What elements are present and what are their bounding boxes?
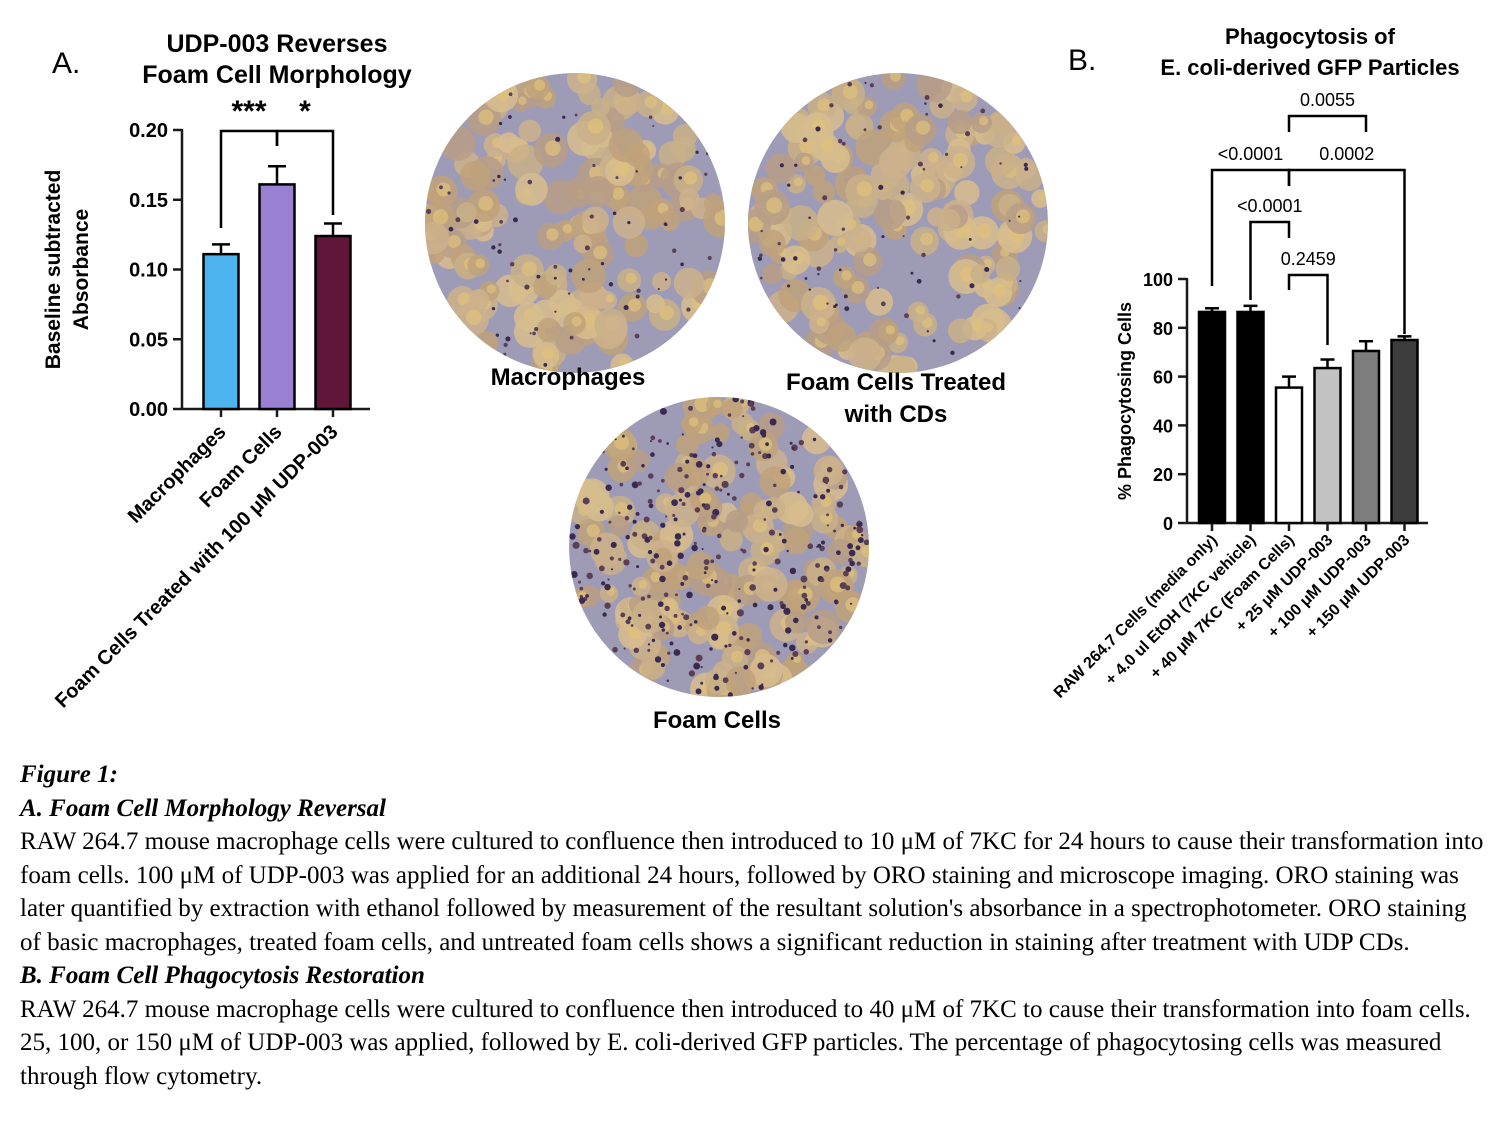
panel-b-significance-label: 0.0055: [1300, 90, 1355, 110]
panel-a-y-tick-label: 0.10: [129, 260, 168, 282]
panel-b-significance-label: <0.0001: [1237, 196, 1303, 216]
panel-b-letter: B.: [1068, 44, 1096, 77]
panel-b-y-tick-label: 20: [1153, 465, 1173, 485]
micrograph-image: [569, 397, 869, 697]
panel-b-y-tick-label: 40: [1153, 416, 1173, 436]
panel-b-category-label: + 40 μM 7KC (Foam Cells): [1147, 532, 1298, 683]
panel-a-category-label: Macrophages: [124, 421, 231, 528]
panel-b-significance-bracket: [1249, 220, 1291, 300]
panel-a-significance-bracket: [275, 129, 335, 215]
panel-b-bar: [1274, 386, 1304, 525]
panel-b-bar: [1390, 338, 1419, 525]
panel-a-y-label: Baseline subtracted: [42, 170, 65, 370]
panel-b-bar: [1236, 310, 1265, 525]
panel-a-letter: A.: [52, 47, 80, 80]
panel-b-bar: [1351, 349, 1381, 525]
panel-b-y-tick-label: 60: [1153, 368, 1173, 388]
micrograph-label: Foam Cells: [653, 707, 781, 734]
panel-a-significance-label: *: [299, 95, 311, 128]
panel-b-title-line: Phagocytosis of: [1225, 24, 1396, 49]
panel-b-significance-label: <0.0001: [1218, 144, 1284, 164]
panel-a-y-tick-label: 0.05: [129, 329, 168, 351]
panel-b-chart: B. Phagocytosis of E. coli-derived GFP Par…: [1051, 24, 1460, 702]
panel-b-category-label: RAW 264.7 Cells (media only): [1051, 532, 1221, 702]
panel-a-y-label: Absorbance: [70, 209, 93, 330]
panel-a-y-tick-label: 0.15: [129, 190, 168, 212]
micrograph-image: [425, 73, 725, 373]
panel-b-category-label: + 4.0 ul EtOH (7KC vehicle): [1102, 532, 1259, 689]
panel-a-bar: [314, 234, 352, 411]
panel-b-significance-label: 0.2459: [1281, 249, 1336, 269]
panel-a-bar: [202, 252, 240, 411]
panel-b-y-tick-label: 0: [1163, 514, 1173, 534]
panel-b-bar: [1313, 366, 1342, 525]
caption-b-heading: B. Foam Cell Phagocytosis Restoration: [20, 962, 425, 989]
panel-b-significance-bracket: [1287, 114, 1368, 132]
panel-b-y-tick-label: 100: [1143, 270, 1173, 290]
micrograph-image: [748, 73, 1048, 373]
figure-caption: Figure 1: A. Foam Cell Morphology Revers…: [20, 758, 1490, 1093]
panel-b-bar: [1197, 310, 1227, 525]
panel-b-significance-bracket: [1287, 273, 1329, 345]
caption-a-text: RAW 264.7 mouse macrophage cells were cu…: [20, 828, 1484, 956]
panel-a-bar: [258, 183, 296, 411]
caption-a-heading: A. Foam Cell Morphology Reversal: [20, 794, 386, 822]
panel-a-y-tick-label: 0.20: [129, 120, 168, 142]
panel-b-y-tick-label: 80: [1153, 319, 1173, 339]
panel-b-significance-bracket: [1287, 168, 1406, 334]
panel-b-title-line: E. coli-derived GFP Particles: [1160, 55, 1459, 80]
panel-b-y-label: % Phagocytosing Cells: [1115, 302, 1135, 500]
panel-a-significance-label: ***: [231, 95, 266, 128]
micrograph-label: Macrophages: [491, 364, 646, 391]
panel-b-significance-label: 0.0002: [1319, 144, 1374, 164]
panel-a-title-line: Foam Cell Morphology: [142, 61, 412, 89]
figure-label: Figure 1:: [20, 761, 118, 788]
panel-a-title-line: UDP-003 Reverses: [167, 30, 388, 58]
micrograph-label: Foam Cells Treated: [786, 369, 1006, 396]
caption-b-text: RAW 264.7 mouse macrophage cells were cu…: [20, 995, 1471, 1090]
panel-a-y-tick-label: 0.00: [129, 399, 168, 421]
micrograph-label: with CDs: [844, 401, 948, 428]
